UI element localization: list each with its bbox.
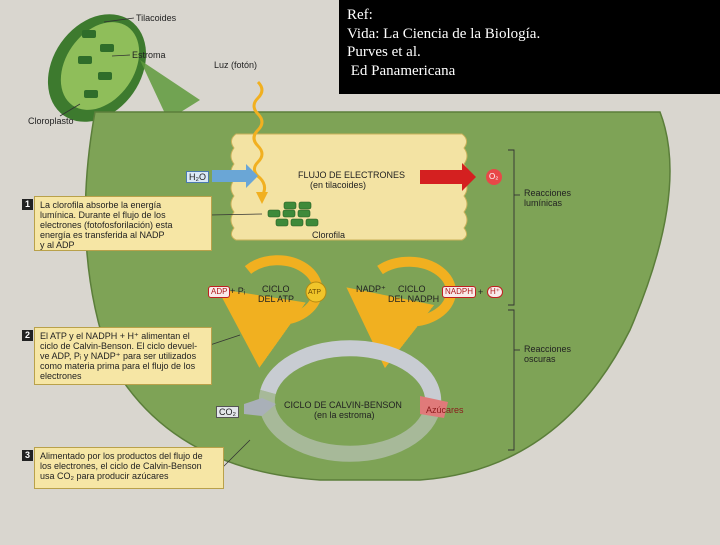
label-ciclo-nadph-2: DEL NADPH [388, 294, 440, 304]
note-leaders [209, 213, 263, 469]
label-reacciones-luminicas: Reacciones lumínicas [524, 188, 572, 208]
label-calvin-title: CICLO DE CALVIN-BENSON [284, 400, 402, 410]
label-h2o: H₂O [186, 171, 209, 183]
co2-arrow [244, 398, 276, 416]
azucares-arrow [420, 396, 448, 418]
h2o-arrow [212, 164, 258, 188]
ref-line-4: Ed Panamericana [347, 62, 456, 79]
label-plus-pi: + Pᵢ [230, 286, 246, 296]
chloroplast-inset [47, 14, 200, 122]
o2-badge [486, 169, 502, 185]
ref-line-2: Vida: La Ciencia de la Biología. [347, 25, 541, 42]
ref-line-1: Ref: [347, 7, 373, 23]
note-1: La clorofila absorbe la energía lumínica… [34, 196, 212, 251]
ref-line-3: Purves et al. [347, 44, 421, 60]
note-2-number: 2 [22, 330, 33, 341]
tag-adp: ADP [208, 286, 231, 298]
label-plus: + [478, 287, 484, 297]
label-atp: ATP [308, 289, 322, 296]
calvin-cycle-ring [260, 340, 442, 413]
note-2: El ATP y el NADPH + H⁺ alimentan el cicl… [34, 327, 212, 385]
label-o2: O₂ [489, 172, 499, 181]
chlorophyll-cluster [267, 201, 319, 227]
label-reacciones-oscuras: Reacciones oscuras [524, 344, 572, 364]
label-nadp: NADP⁺ [356, 284, 386, 294]
label-cloroplasto: Cloroplasto [28, 116, 74, 126]
label-flujo-title: FLUJO DE ELECTRONES [298, 170, 406, 180]
reference-box: Ref: Vida: La Ciencia de la Biología. Pu… [339, 0, 720, 94]
label-ciclo-nadph-1: CICLO [398, 284, 426, 294]
photon-arrow [252, 80, 267, 197]
label-co2: CO₂ [216, 406, 239, 418]
note-3: Alimentado por los productos del flujo d… [34, 447, 224, 489]
atp-badge [305, 281, 327, 303]
tag-h-plus: H⁺ [487, 286, 503, 298]
tag-nadph: NADPH [442, 286, 477, 298]
label-ciclo-atp-2: DEL ATP [258, 294, 295, 304]
light-reactions-brace [508, 149, 520, 306]
note-1-number: 1 [22, 199, 33, 210]
label-calvin-sub: (en la estroma) [314, 410, 375, 420]
dark-reactions-brace [508, 309, 520, 451]
label-clorofila: Clorofila [312, 230, 346, 240]
label-ciclo-atp-1: CICLO [262, 284, 290, 294]
label-flujo-sub: (en tilacoides) [310, 180, 367, 190]
label-estroma: Estroma [132, 50, 166, 60]
label-azucares: Azúcares [426, 405, 464, 415]
label-tilacoides: Tilacoides [136, 13, 177, 23]
label-luz: Luz (fotón) [214, 60, 258, 70]
o2-arrow [420, 163, 476, 191]
note-3-number: 3 [22, 450, 33, 461]
